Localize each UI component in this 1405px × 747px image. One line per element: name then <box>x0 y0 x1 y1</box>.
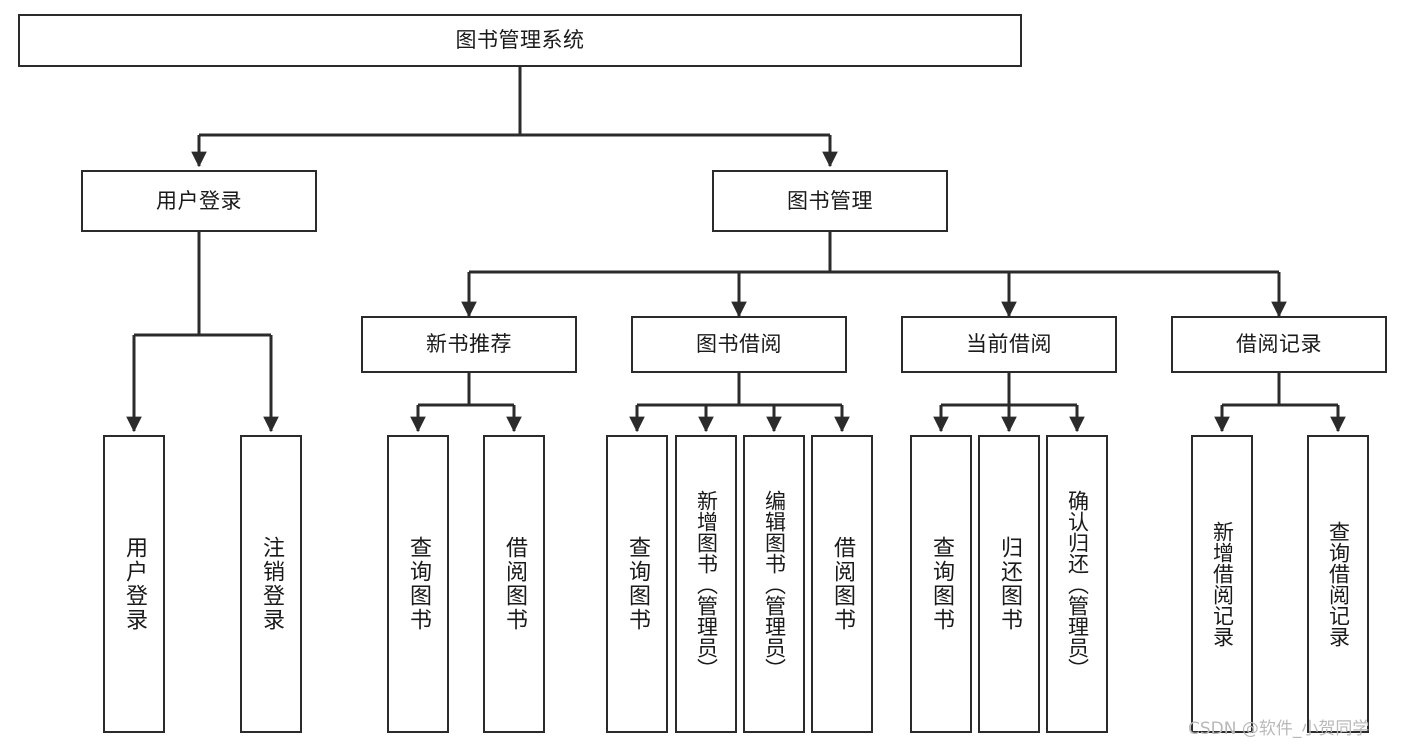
node-label: 查询图书 <box>625 536 650 632</box>
node-label: 确认归还（管理员） <box>1065 489 1090 679</box>
node-label: 归还图书 <box>997 536 1022 632</box>
node-leaf-borrow-book[interactable]: 借阅图书 <box>811 435 873 733</box>
node-book-management[interactable]: 图书管理 <box>712 170 948 232</box>
node-leaf-query-book-current[interactable]: 查询图书 <box>910 435 972 733</box>
node-current-borrow[interactable]: 当前借阅 <box>901 316 1117 373</box>
node-leaf-query-book-recommend[interactable]: 查询图书 <box>387 435 449 733</box>
node-label: 借阅记录 <box>1236 332 1322 357</box>
node-leaf-confirm-return-admin[interactable]: 确认归还（管理员） <box>1046 435 1108 733</box>
node-leaf-user-login[interactable]: 用户登录 <box>103 435 165 733</box>
node-label: 用户登录 <box>122 536 147 632</box>
node-new-book-recommend[interactable]: 新书推荐 <box>361 316 577 373</box>
node-leaf-query-borrow-record[interactable]: 查询借阅记录 <box>1307 435 1369 733</box>
node-leaf-return-book[interactable]: 归还图书 <box>978 435 1040 733</box>
node-label: 注销登录 <box>259 536 284 632</box>
node-borrow-record[interactable]: 借阅记录 <box>1171 316 1387 373</box>
node-label: 查询图书 <box>406 536 431 632</box>
node-leaf-edit-book-admin[interactable]: 编辑图书（管理员） <box>743 435 805 733</box>
node-label: 新增借阅记录 <box>1210 521 1235 647</box>
node-root-book-management-system[interactable]: 图书管理系统 <box>18 14 1022 67</box>
node-leaf-query-book-borrow[interactable]: 查询图书 <box>606 435 668 733</box>
node-label: 新书推荐 <box>426 332 512 357</box>
node-label: 查询图书 <box>929 536 954 632</box>
node-label: 图书管理 <box>787 188 873 213</box>
node-label: 图书借阅 <box>696 332 782 357</box>
node-user-login[interactable]: 用户登录 <box>81 170 317 232</box>
watermark-text: CSDN @软件_小贺同学 <box>1188 719 1370 739</box>
node-label: 图书管理系统 <box>455 28 585 53</box>
node-label: 当前借阅 <box>966 332 1052 357</box>
node-label: 编辑图书（管理员） <box>762 489 787 679</box>
node-leaf-logout[interactable]: 注销登录 <box>240 435 302 733</box>
node-leaf-add-borrow-record[interactable]: 新增借阅记录 <box>1191 435 1253 733</box>
node-label: 查询借阅记录 <box>1326 521 1351 647</box>
node-label: 借阅图书 <box>502 536 527 632</box>
node-leaf-add-book-admin[interactable]: 新增图书（管理员） <box>675 435 737 733</box>
node-label: 用户登录 <box>156 188 242 213</box>
node-book-borrow[interactable]: 图书借阅 <box>631 316 847 373</box>
node-leaf-borrow-book-recommend[interactable]: 借阅图书 <box>483 435 545 733</box>
node-label: 借阅图书 <box>830 536 855 632</box>
node-label: 新增图书（管理员） <box>694 489 719 679</box>
